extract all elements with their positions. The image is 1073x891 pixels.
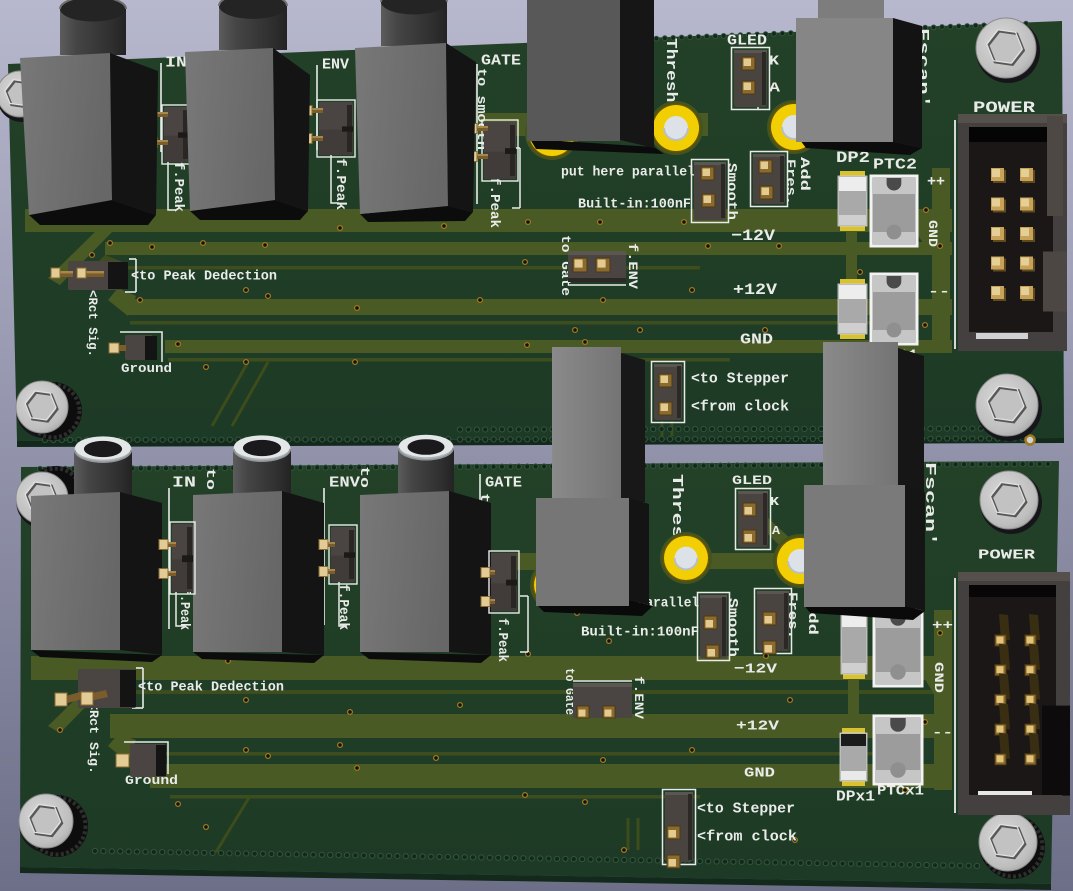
- svg-text:f.Peak: f.Peak: [176, 588, 192, 630]
- svg-text:PTCx1: PTCx1: [877, 784, 924, 800]
- svg-text:<Rct Sig.: <Rct Sig.: [85, 290, 100, 357]
- svg-text:to: to: [357, 466, 372, 488]
- svg-text:<Rct Sig.: <Rct Sig.: [86, 702, 101, 774]
- svg-text:GATE: GATE: [481, 52, 521, 69]
- svg-text:<to Peak Dedection: <to Peak Dedection: [131, 269, 277, 285]
- svg-text:K: K: [770, 495, 780, 509]
- svg-text:GND: GND: [740, 331, 773, 348]
- svg-text:Built-in:100nF: Built-in:100nF: [581, 625, 699, 641]
- svg-text:Smooth: Smooth: [724, 598, 740, 657]
- svg-text:Add: Add: [797, 157, 812, 191]
- svg-text:DPx1: DPx1: [836, 788, 875, 805]
- svg-text:put here parallel: put here parallel: [561, 165, 695, 180]
- svg-text:Thresh.: Thresh.: [662, 38, 679, 113]
- svg-text:Built-in:100nF: Built-in:100nF: [578, 197, 691, 213]
- svg-text:GATE: GATE: [485, 474, 522, 491]
- svg-text:Smooth: Smooth: [723, 163, 739, 220]
- svg-text:POWER: POWER: [978, 548, 1036, 564]
- svg-text:IN: IN: [172, 474, 196, 491]
- svg-text:<from clock: <from clock: [691, 398, 789, 415]
- svg-text:++: ++: [932, 618, 953, 633]
- svg-text:++: ++: [927, 173, 945, 190]
- svg-text:f.Peak: f.Peak: [486, 177, 502, 228]
- svg-text:<to Stepper: <to Stepper: [691, 370, 789, 387]
- svg-text:−12V: −12V: [731, 227, 775, 245]
- svg-text:ENV: ENV: [322, 56, 349, 73]
- svg-text:Ground: Ground: [121, 361, 172, 376]
- svg-text:f.Peak: f.Peak: [332, 158, 348, 210]
- svg-text:--: --: [932, 725, 953, 740]
- svg-text:f.Peak: f.Peak: [170, 162, 186, 212]
- svg-text:DP2: DP2: [836, 149, 870, 167]
- svg-text:GLED: GLED: [732, 473, 772, 488]
- svg-text:−12V: −12V: [734, 662, 778, 678]
- svg-text:GND: GND: [931, 662, 946, 693]
- svg-text:f.ENV: f.ENV: [631, 676, 646, 719]
- svg-text:Fres.: Fres.: [783, 159, 798, 205]
- svg-text:GLED: GLED: [727, 32, 767, 49]
- svg-text:<to Peak Dedection: <to Peak Dedection: [138, 680, 284, 696]
- svg-text:GND: GND: [744, 766, 775, 782]
- svg-text:f.Peak: f.Peak: [494, 618, 510, 662]
- svg-text:f.Peak: f.Peak: [335, 584, 351, 630]
- svg-text:K: K: [769, 54, 780, 70]
- svg-text:GND: GND: [925, 220, 940, 247]
- svg-text:<to Stepper: <to Stepper: [697, 800, 795, 817]
- svg-text:A: A: [772, 524, 781, 538]
- svg-text:ENV: ENV: [329, 474, 360, 491]
- svg-text:A: A: [769, 81, 781, 97]
- svg-text:+12V: +12V: [733, 281, 777, 299]
- svg-text:POWER: POWER: [973, 99, 1036, 117]
- svg-text:Fscan': Fscan': [921, 462, 938, 546]
- svg-text:IN: IN: [165, 54, 187, 71]
- svg-text:to: to: [203, 468, 218, 490]
- svg-text:<from clock: <from clock: [697, 828, 797, 845]
- svg-text:PTC2: PTC2: [873, 156, 917, 173]
- svg-text:+12V: +12V: [736, 719, 780, 735]
- svg-text:--: --: [928, 284, 950, 299]
- svg-text:f.ENV: f.ENV: [625, 243, 640, 289]
